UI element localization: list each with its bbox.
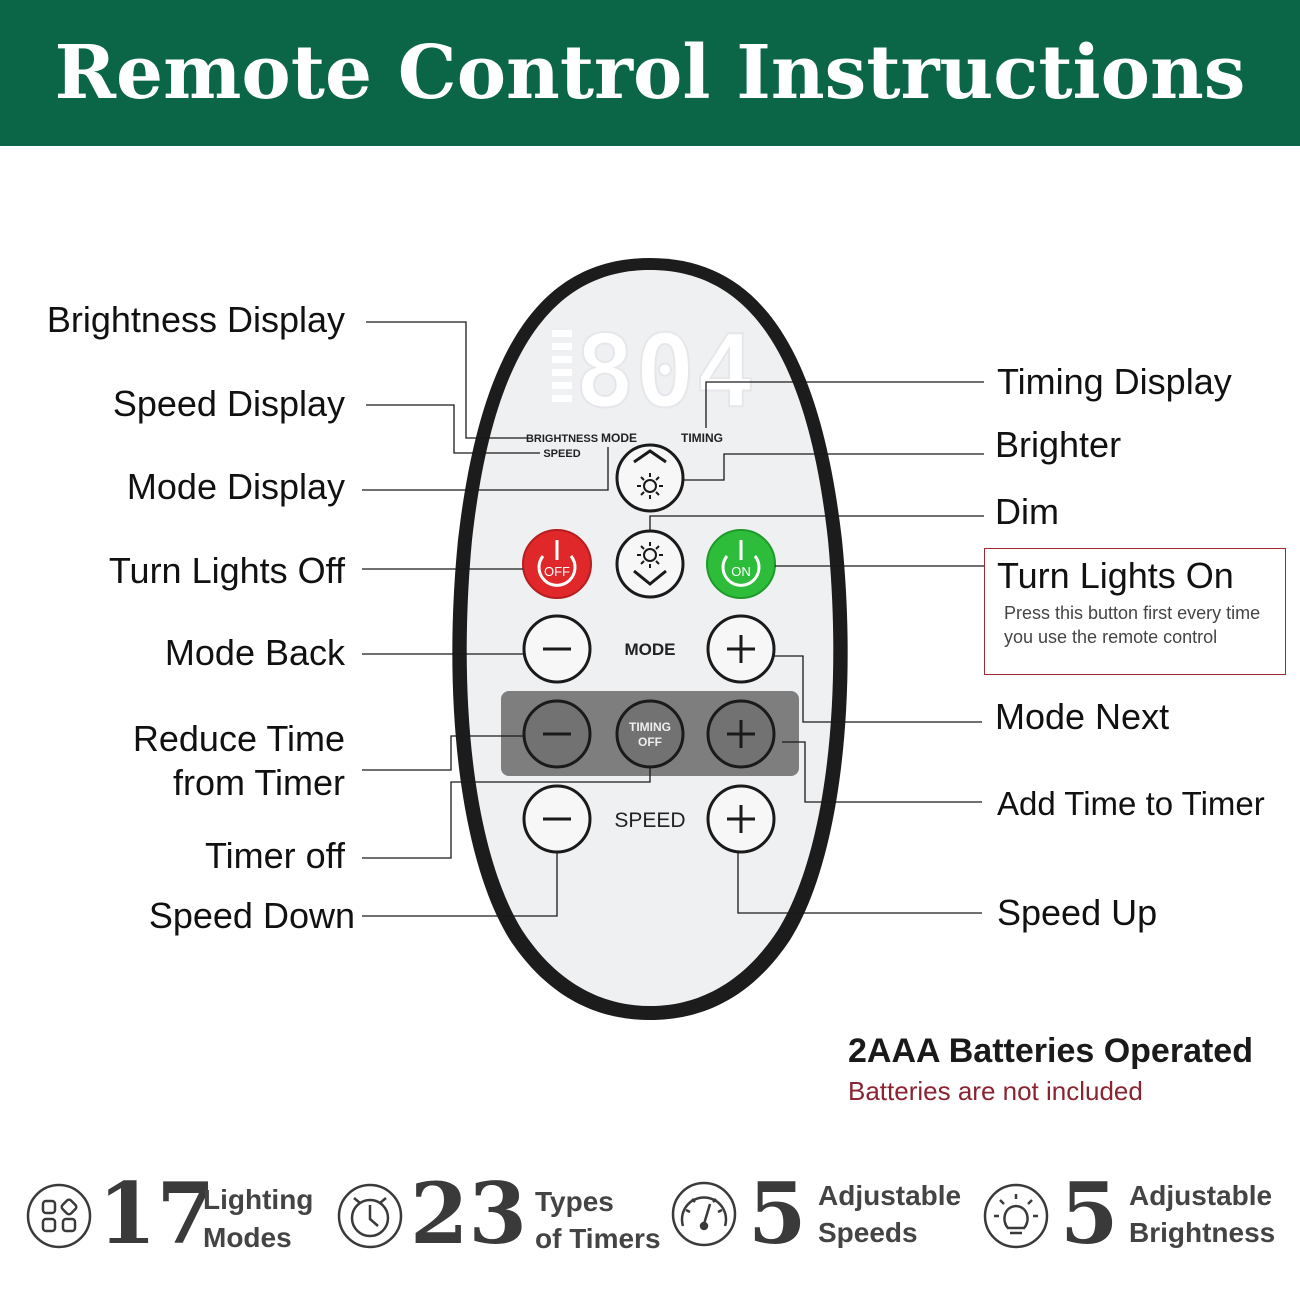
leader-timer-off — [362, 767, 651, 859]
leader-lines — [362, 321, 984, 917]
stat-brightness-number: 5 — [1060, 1164, 1119, 1263]
sun-icon — [637, 542, 663, 568]
label-timer-off: Timer off — [204, 835, 345, 876]
led-display: 804 — [552, 312, 756, 431]
off-label: OFF — [544, 564, 570, 579]
leader-brighter — [684, 453, 984, 481]
display-digits: 804 — [575, 313, 756, 430]
modes-grid-icon — [26, 1183, 92, 1249]
label-brighter: Brighter — [995, 424, 1122, 465]
leader-mode-display — [362, 447, 609, 491]
leader-brightness-display — [366, 321, 528, 439]
on-button[interactable]: ON — [706, 529, 776, 599]
stat-timers-number: 23 — [410, 1164, 527, 1263]
label-add-time: Add Time to Timer — [997, 785, 1265, 822]
label-mode-display: Mode Display — [126, 466, 345, 507]
leader-speed-display — [366, 404, 540, 454]
dim-button[interactable] — [615, 529, 685, 599]
stat-lighting-modes-line2: Modes — [203, 1222, 292, 1253]
label-turn-lights-off: Turn Lights Off — [108, 550, 345, 591]
timer-clock-icon — [337, 1183, 403, 1249]
leader-add-time — [782, 741, 982, 803]
stat-brightness-line1: Adjustable — [1129, 1180, 1273, 1211]
stat-lighting-modes-line1: Lighting — [203, 1184, 314, 1215]
timing-off-button[interactable]: TIMING OFF — [615, 699, 685, 769]
stat-lighting-modes-number: 17 — [98, 1164, 215, 1263]
timer-minus-button[interactable] — [522, 699, 592, 769]
display-label-mode: MODE — [601, 431, 637, 445]
turn-lights-on-note: Press this button first every time you u… — [1004, 603, 1261, 647]
leader-speed-up — [737, 852, 982, 914]
mode-label: MODE — [625, 640, 676, 659]
label-reduce-time-2: from Timer — [172, 762, 345, 803]
power-icon — [537, 540, 577, 587]
label-speed-display: Speed Display — [112, 383, 345, 424]
label-speed-down: Speed Down — [148, 895, 355, 936]
plus-icon — [727, 635, 755, 663]
label-turn-lights-on: Turn Lights On — [997, 555, 1234, 596]
plus-icon — [727, 805, 755, 833]
display-label-timing: TIMING — [681, 431, 723, 445]
label-brightness-display: Brightness Display — [46, 299, 345, 340]
label-speed-up: Speed Up — [997, 892, 1158, 933]
label-mode-next: Mode Next — [995, 696, 1170, 737]
stat-speeds-number: 5 — [748, 1164, 807, 1263]
label-dim: Dim — [995, 491, 1059, 532]
stat-timers-line2: of Timers — [535, 1223, 661, 1254]
page-title: Remote Control Instructions — [54, 30, 1246, 116]
brighter-button[interactable] — [615, 443, 685, 513]
speed-plus-button[interactable] — [706, 784, 776, 854]
timer-plus-button[interactable] — [706, 699, 776, 769]
speedometer-icon — [671, 1181, 737, 1247]
stat-speeds-line1: Adjustable — [818, 1180, 962, 1211]
speed-minus-button[interactable] — [522, 784, 592, 854]
stat-speeds-line2: Speeds — [818, 1217, 918, 1248]
leader-mode-next — [774, 655, 982, 723]
display-label-brightness: BRIGHTNESS — [526, 433, 598, 445]
display-label-speed: SPEED — [543, 448, 580, 460]
leader-dim — [649, 515, 984, 531]
batteries-note: Batteries are not included — [848, 1076, 1143, 1106]
lightbulb-icon — [983, 1183, 1049, 1249]
power-icon — [721, 540, 761, 587]
leader-speed-down — [362, 852, 558, 917]
stat-timers-line1: Types — [535, 1186, 614, 1217]
plus-icon — [727, 720, 755, 748]
on-label: ON — [731, 564, 751, 579]
timing-off-label-1: TIMING — [629, 720, 671, 734]
leader-reduce-time — [362, 735, 524, 771]
label-reduce-time-1: Reduce Time — [132, 718, 345, 759]
batteries-title: 2AAA Batteries Operated — [848, 1032, 1253, 1070]
turn-lights-on-callout: Turn Lights On Press this button first e… — [984, 548, 1286, 675]
off-button[interactable]: OFF — [522, 529, 592, 599]
mode-minus-button[interactable] — [522, 614, 592, 684]
speed-label: SPEED — [614, 809, 685, 832]
mode-plus-button[interactable] — [706, 614, 776, 684]
label-timing-display: Timing Display — [997, 361, 1232, 402]
stat-brightness-line2: Brightness — [1129, 1217, 1276, 1248]
leader-timing-display — [705, 381, 984, 428]
label-mode-back: Mode Back — [164, 632, 345, 673]
sun-icon — [637, 473, 663, 499]
title-banner: Remote Control Instructions — [0, 0, 1300, 146]
timing-off-label-2: OFF — [638, 735, 662, 749]
